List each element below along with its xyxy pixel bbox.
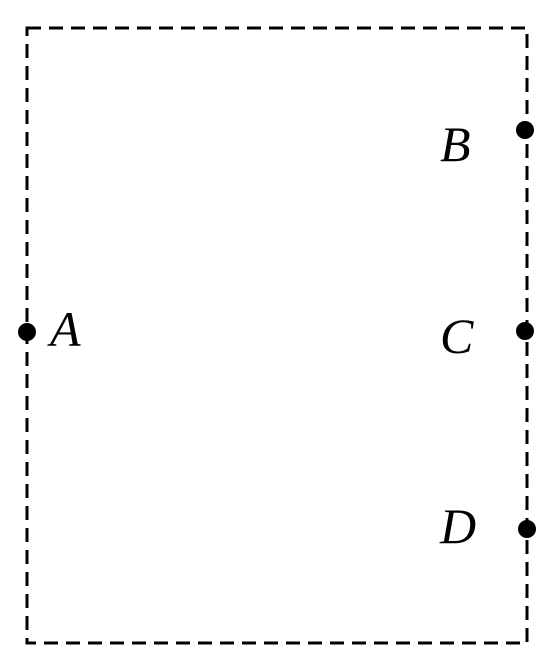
point-a-label: A [47, 301, 81, 357]
point-b-label: B [440, 116, 471, 172]
point-c-dot [516, 322, 534, 340]
point-b-dot [516, 121, 534, 139]
point-d-dot [518, 520, 536, 538]
point-d-label: D [439, 498, 476, 554]
point-a-dot [18, 323, 36, 341]
point-c-label: C [440, 308, 474, 364]
